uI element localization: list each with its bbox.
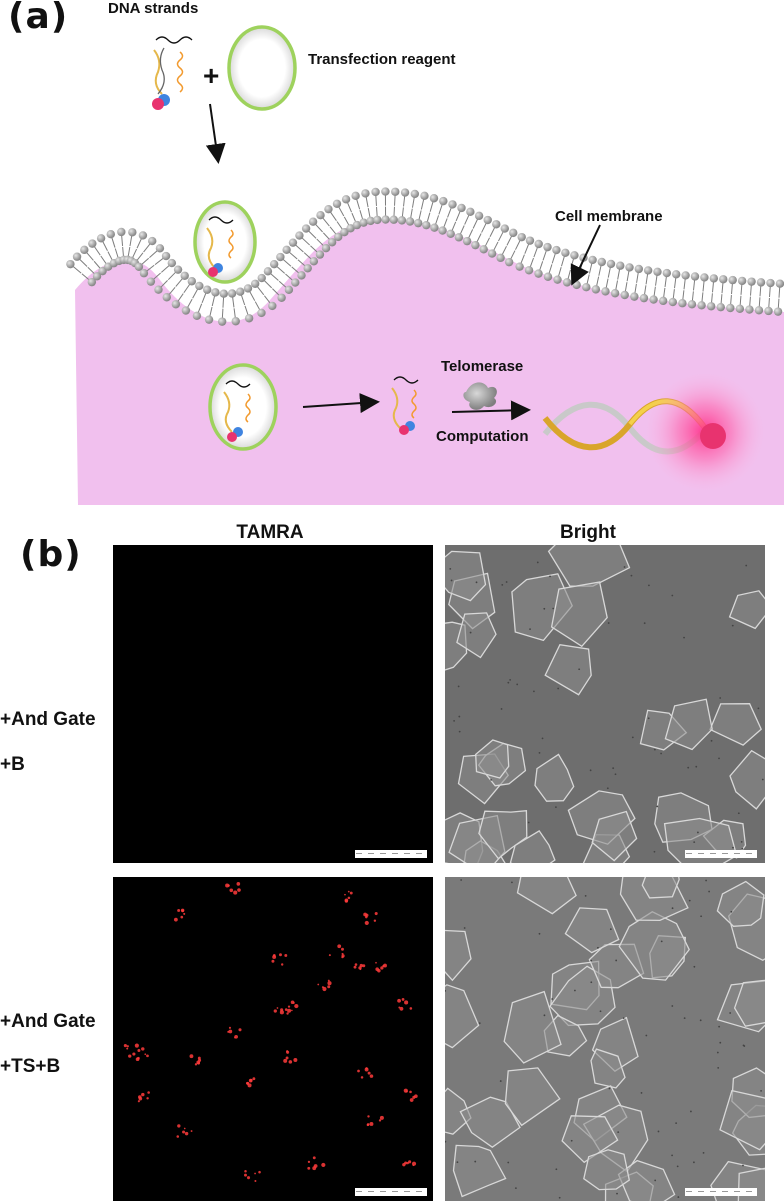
- telomerase-label: Telomerase: [441, 358, 524, 375]
- row-2-label-line2: +TS+B: [0, 1056, 61, 1077]
- micrograph-tamra-row-1: [113, 545, 433, 863]
- vesicle-entering: [193, 200, 257, 284]
- released-dna-icon: [391, 376, 419, 435]
- computation-label: Computation: [436, 428, 529, 445]
- dna-strands-label: DNA strands: [108, 0, 199, 17]
- dna-in-vesicle-icon: [206, 216, 234, 277]
- cell-membrane-label: Cell membrane: [555, 208, 663, 225]
- dna-strands-icon: [152, 36, 193, 110]
- arrow-to-membrane: [570, 224, 601, 286]
- micrograph-bright-row-2: [445, 877, 765, 1201]
- telomerase-icon: [463, 382, 497, 410]
- column-header-tamra: TAMRA: [236, 522, 304, 543]
- arrow-down: [205, 103, 226, 164]
- scale-bar: [355, 1188, 427, 1196]
- scale-bar: [355, 850, 427, 858]
- bright-field-cells: [445, 545, 765, 863]
- transfection-vesicle: [227, 25, 297, 111]
- bright-field-cells: [445, 877, 765, 1201]
- cell-membrane-bilayer: [66, 187, 784, 326]
- scale-bar: [685, 1188, 757, 1196]
- row-2-label-line1: +And Gate: [0, 1011, 96, 1032]
- dna-in-cytoplasm-vesicle-icon: [223, 380, 251, 442]
- panel-a-label: (a): [8, 0, 69, 37]
- column-header-bright: Bright: [560, 522, 616, 543]
- micrograph-bright-row-1: [445, 545, 765, 863]
- arrow-computation: [451, 400, 531, 421]
- row-1-label-line1: +And Gate: [0, 709, 96, 730]
- double-helix-product: [542, 372, 765, 492]
- vesicle-in-cytoplasm: [208, 363, 278, 451]
- panel-b-label: (b): [20, 534, 82, 575]
- micrograph-tamra-row-2: [113, 877, 433, 1201]
- transfection-reagent-label: Transfection reagent: [308, 51, 456, 68]
- arrow-release: [302, 393, 380, 414]
- plus-sign: +: [203, 60, 220, 91]
- row-1-label-line2: +B: [0, 754, 25, 775]
- scale-bar: [685, 850, 757, 858]
- tamra-fluorescence-spots: [123, 882, 418, 1182]
- mechanism-diagram: [66, 25, 784, 505]
